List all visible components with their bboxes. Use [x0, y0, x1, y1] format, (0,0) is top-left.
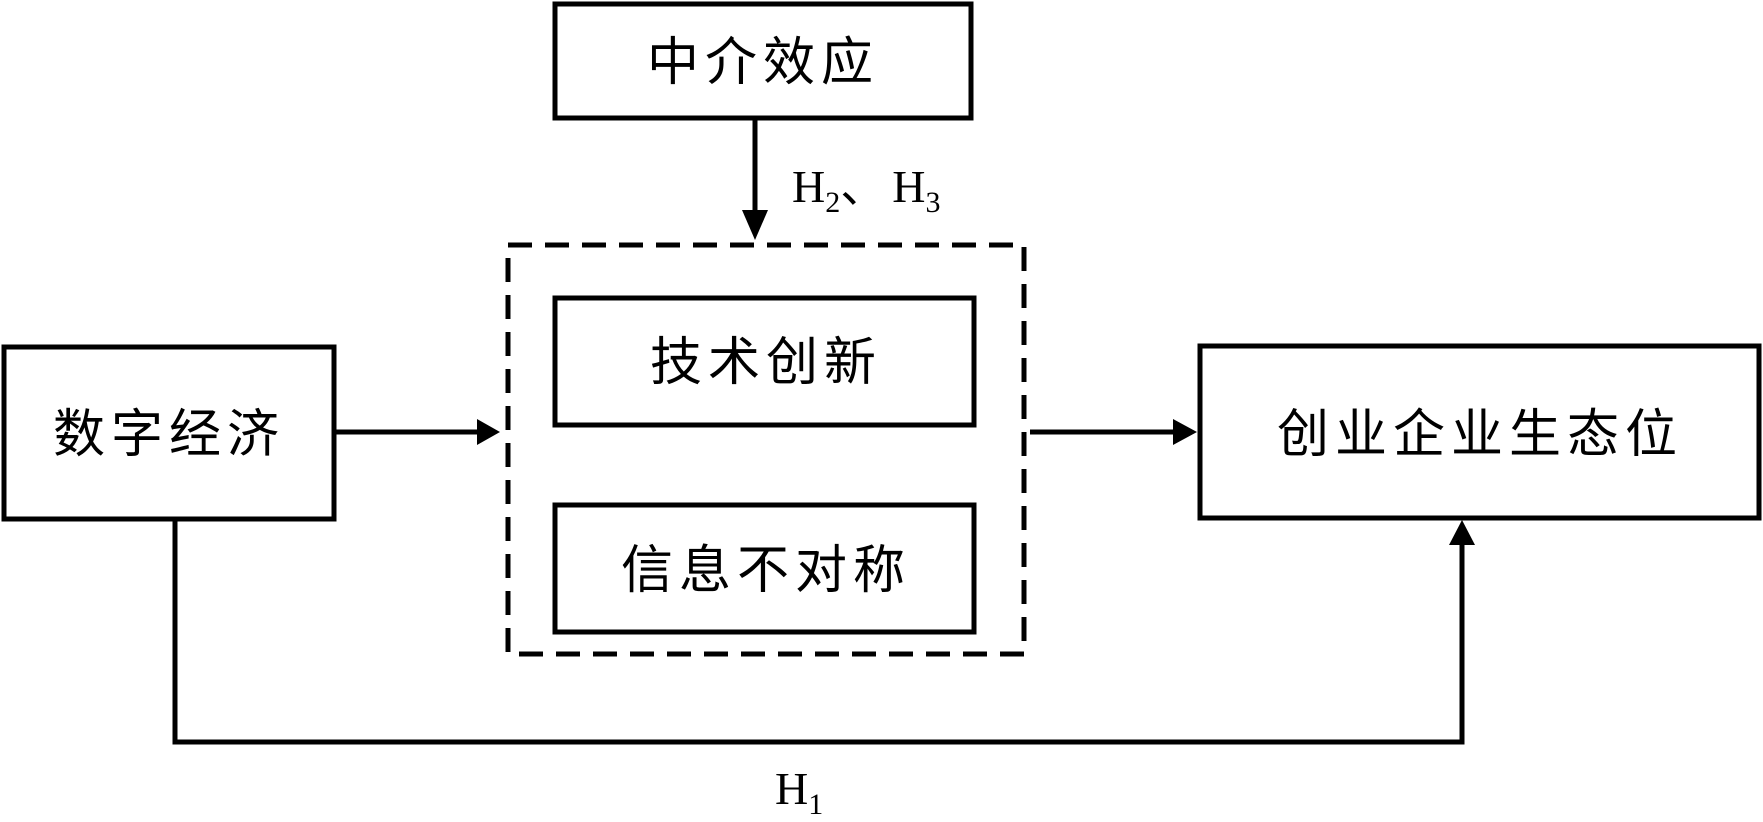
mediation-label: 中介效应: [647, 33, 879, 93]
arrowhead-up-icon: [1449, 520, 1475, 545]
mediators-group-dashed-border: [505, 242, 1027, 657]
digital-economy-label: 数字经济: [53, 405, 285, 465]
h1-label: H1: [775, 763, 823, 821]
mediation-box: [552, 1, 974, 121]
arrowhead-right-icon: [477, 419, 500, 445]
startup-niche-label: 创业企业生态位: [1277, 405, 1683, 465]
edge-digital-to-group: [334, 419, 500, 445]
arrowhead-down-icon: [742, 210, 768, 240]
startup-niche-box: [1197, 343, 1762, 521]
h2-h3-label: H2、H3: [792, 161, 940, 219]
mediation-node: 中介效应: [552, 1, 974, 121]
info-asymmetry-label: 信息不对称: [621, 541, 911, 601]
tech-innovation-node: 技术创新: [552, 295, 977, 428]
digital-economy-node: 数字经济: [1, 344, 337, 522]
tech-innovation-box: [552, 295, 977, 428]
edge-mediation-to-group: [742, 120, 768, 240]
edge-group-to-niche: [1030, 419, 1197, 445]
startup-niche-node: 创业企业生态位: [1197, 343, 1762, 521]
edge-line: [172, 519, 1465, 745]
arrowhead-right-icon: [1173, 419, 1197, 445]
tech-innovation-label: 技术创新: [650, 333, 882, 393]
edge-digital-to-niche: [172, 519, 1475, 745]
info-asymmetry-box: [552, 502, 977, 635]
info-asymmetry-node: 信息不对称: [552, 502, 977, 635]
